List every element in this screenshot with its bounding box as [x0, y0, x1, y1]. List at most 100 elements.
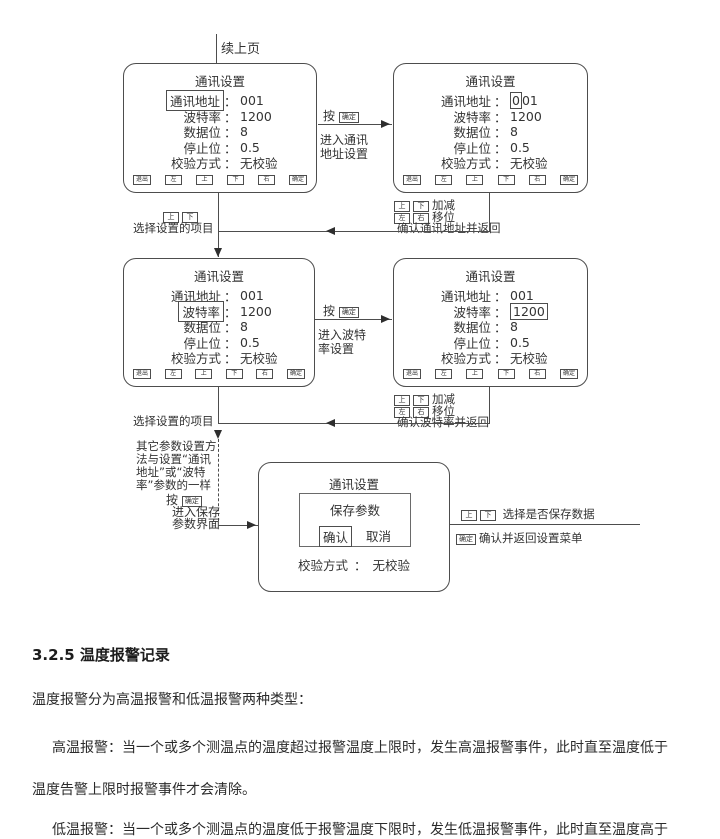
field-label: 波特率 [453, 304, 491, 320]
arrow-left-icon [326, 419, 335, 427]
ok-key-icon: 确定 [181, 496, 202, 507]
btn-down: 下 [497, 175, 515, 185]
paragraph: 高温报警：当一个或多个测温点的温度超过报警温度上限时，发生高温报警事件，此时直至… [52, 740, 668, 756]
field-value: 0.5 [240, 139, 260, 155]
button-row: 退出 左 上 下 右 确定 [133, 369, 305, 379]
field-label: 通讯地址 [170, 289, 221, 305]
connector [218, 387, 219, 423]
button-row: 退出 左 上 下 右 确定 [403, 175, 578, 185]
connector [450, 524, 640, 525]
shift-note: 左右移位 [394, 209, 455, 225]
confirm-option-selected: 确认 [318, 526, 352, 547]
ok-key-icon: 确定 [338, 307, 359, 318]
arrow-down-icon [214, 430, 222, 439]
up-down-keys: 上下 [163, 209, 201, 223]
field-row: 波特率：1200 [124, 109, 316, 125]
field-label: 校验方式 [297, 558, 348, 573]
btn-exit: 退出 [403, 175, 422, 185]
button-row: 退出 左 上 下 右 确定 [133, 175, 307, 185]
arrow-right-icon [247, 521, 256, 529]
connector [489, 193, 490, 232]
field-row: 数据位：8 [124, 319, 314, 335]
btn-ok: 确定 [559, 175, 578, 185]
field-label-selected: 通讯地址 [165, 90, 224, 112]
inc-dec-note: 上下加减 [394, 391, 455, 407]
field-label: 校验方式 [170, 156, 221, 172]
field-label: 数据位 [453, 125, 491, 141]
cursor-digit: 0 [510, 92, 522, 110]
btn-left: 左 [164, 369, 182, 379]
btn-down: 下 [497, 369, 515, 379]
field-label: 停止位 [453, 140, 491, 156]
field-label: 数据位 [453, 320, 491, 336]
screen-title: 通讯设置 [465, 269, 516, 284]
screen-save-params: 通讯设置 保存参数 确认 取消 校验方式：无校验 [258, 462, 450, 592]
enter-save-note: 进入保存 [172, 505, 221, 519]
ok-key-icon: 确定 [456, 534, 476, 545]
field-row: 数据位：8 [394, 124, 587, 140]
field-value: 8 [510, 319, 518, 335]
btn-exit: 退出 [403, 369, 422, 379]
field-value: 无校验 [510, 351, 548, 367]
section-heading: 3.2.5 温度报警记录 [32, 646, 170, 664]
field-label: 停止位 [183, 335, 221, 351]
down-key-icon: 下 [413, 201, 429, 212]
save-confirm-note: 确定确认并返回设置菜单 [456, 530, 583, 546]
field-value: 001 [240, 93, 264, 109]
field-row: 数据位：8 [124, 124, 316, 140]
field-row: 校验方式：无校验 [259, 555, 449, 574]
down-key-icon: 下 [182, 212, 198, 223]
field-row: 校验方式：无校验 [124, 350, 314, 366]
left-key-icon: 左 [394, 213, 410, 224]
field-row: 校验方式：无校验 [124, 155, 316, 171]
connector [218, 423, 490, 424]
continued-line [216, 34, 217, 63]
press-ok-note: 按 确定 [166, 491, 202, 508]
confirm-baud-note: 确认波特率并返回 [397, 415, 489, 429]
screen-title: 通讯设置 [193, 269, 244, 284]
field-row: 波特率：1200 [394, 302, 587, 320]
dashed-connector [218, 439, 219, 521]
field-row: 停止位：0.5 [394, 335, 587, 351]
field-value: 无校验 [240, 351, 278, 367]
field-value: 1200 [510, 108, 542, 124]
paragraph: 温度报警分为高温报警和低温报警两种类型： [32, 692, 312, 708]
press-ok-note: 按 确定 [323, 107, 359, 124]
field-label: 波特率 [453, 109, 491, 125]
field-label: 校验方式 [440, 351, 491, 367]
shift-note: 左右移位 [394, 403, 455, 419]
field-value: 001 [240, 288, 264, 304]
up-key-icon: 上 [394, 201, 410, 212]
field-value: 1200 [240, 108, 272, 124]
btn-ok: 确定 [559, 369, 578, 379]
field-label: 数据位 [183, 125, 221, 141]
field-row: 波特率：1200 [124, 300, 314, 322]
connector [318, 124, 392, 125]
field-value: 001 [510, 288, 534, 304]
field-value: 8 [510, 124, 518, 140]
field-label: 停止位 [453, 335, 491, 351]
paragraph: 温度告警上限时报警事件才会清除。 [32, 782, 256, 798]
field-row: 停止位：0.5 [124, 335, 314, 351]
btn-up: 上 [195, 369, 213, 379]
other-params-note: 率”参数的一样 [136, 478, 211, 492]
left-key-icon: 左 [394, 407, 410, 418]
confirm-address-note: 确认通讯地址并返回 [397, 221, 501, 235]
field-label: 通讯地址 [440, 289, 491, 305]
btn-up: 上 [466, 369, 484, 379]
connector [218, 231, 490, 232]
enter-baud-note: 率设置 [318, 342, 355, 356]
btn-ok: 确定 [286, 369, 305, 379]
field-row: 校验方式：无校验 [394, 350, 587, 366]
btn-down: 下 [225, 369, 243, 379]
field-label: 通讯地址 [440, 94, 491, 110]
connector [218, 193, 219, 257]
connector [315, 319, 392, 320]
btn-right: 右 [528, 175, 546, 185]
screen-comm-menu-address-selected: 通讯设置 通讯地址：001 波特率：1200 数据位：8 停止位：0.5 校验方… [123, 63, 317, 193]
inc-dec-note: 上下加减 [394, 197, 455, 213]
btn-ok: 确定 [288, 175, 307, 185]
